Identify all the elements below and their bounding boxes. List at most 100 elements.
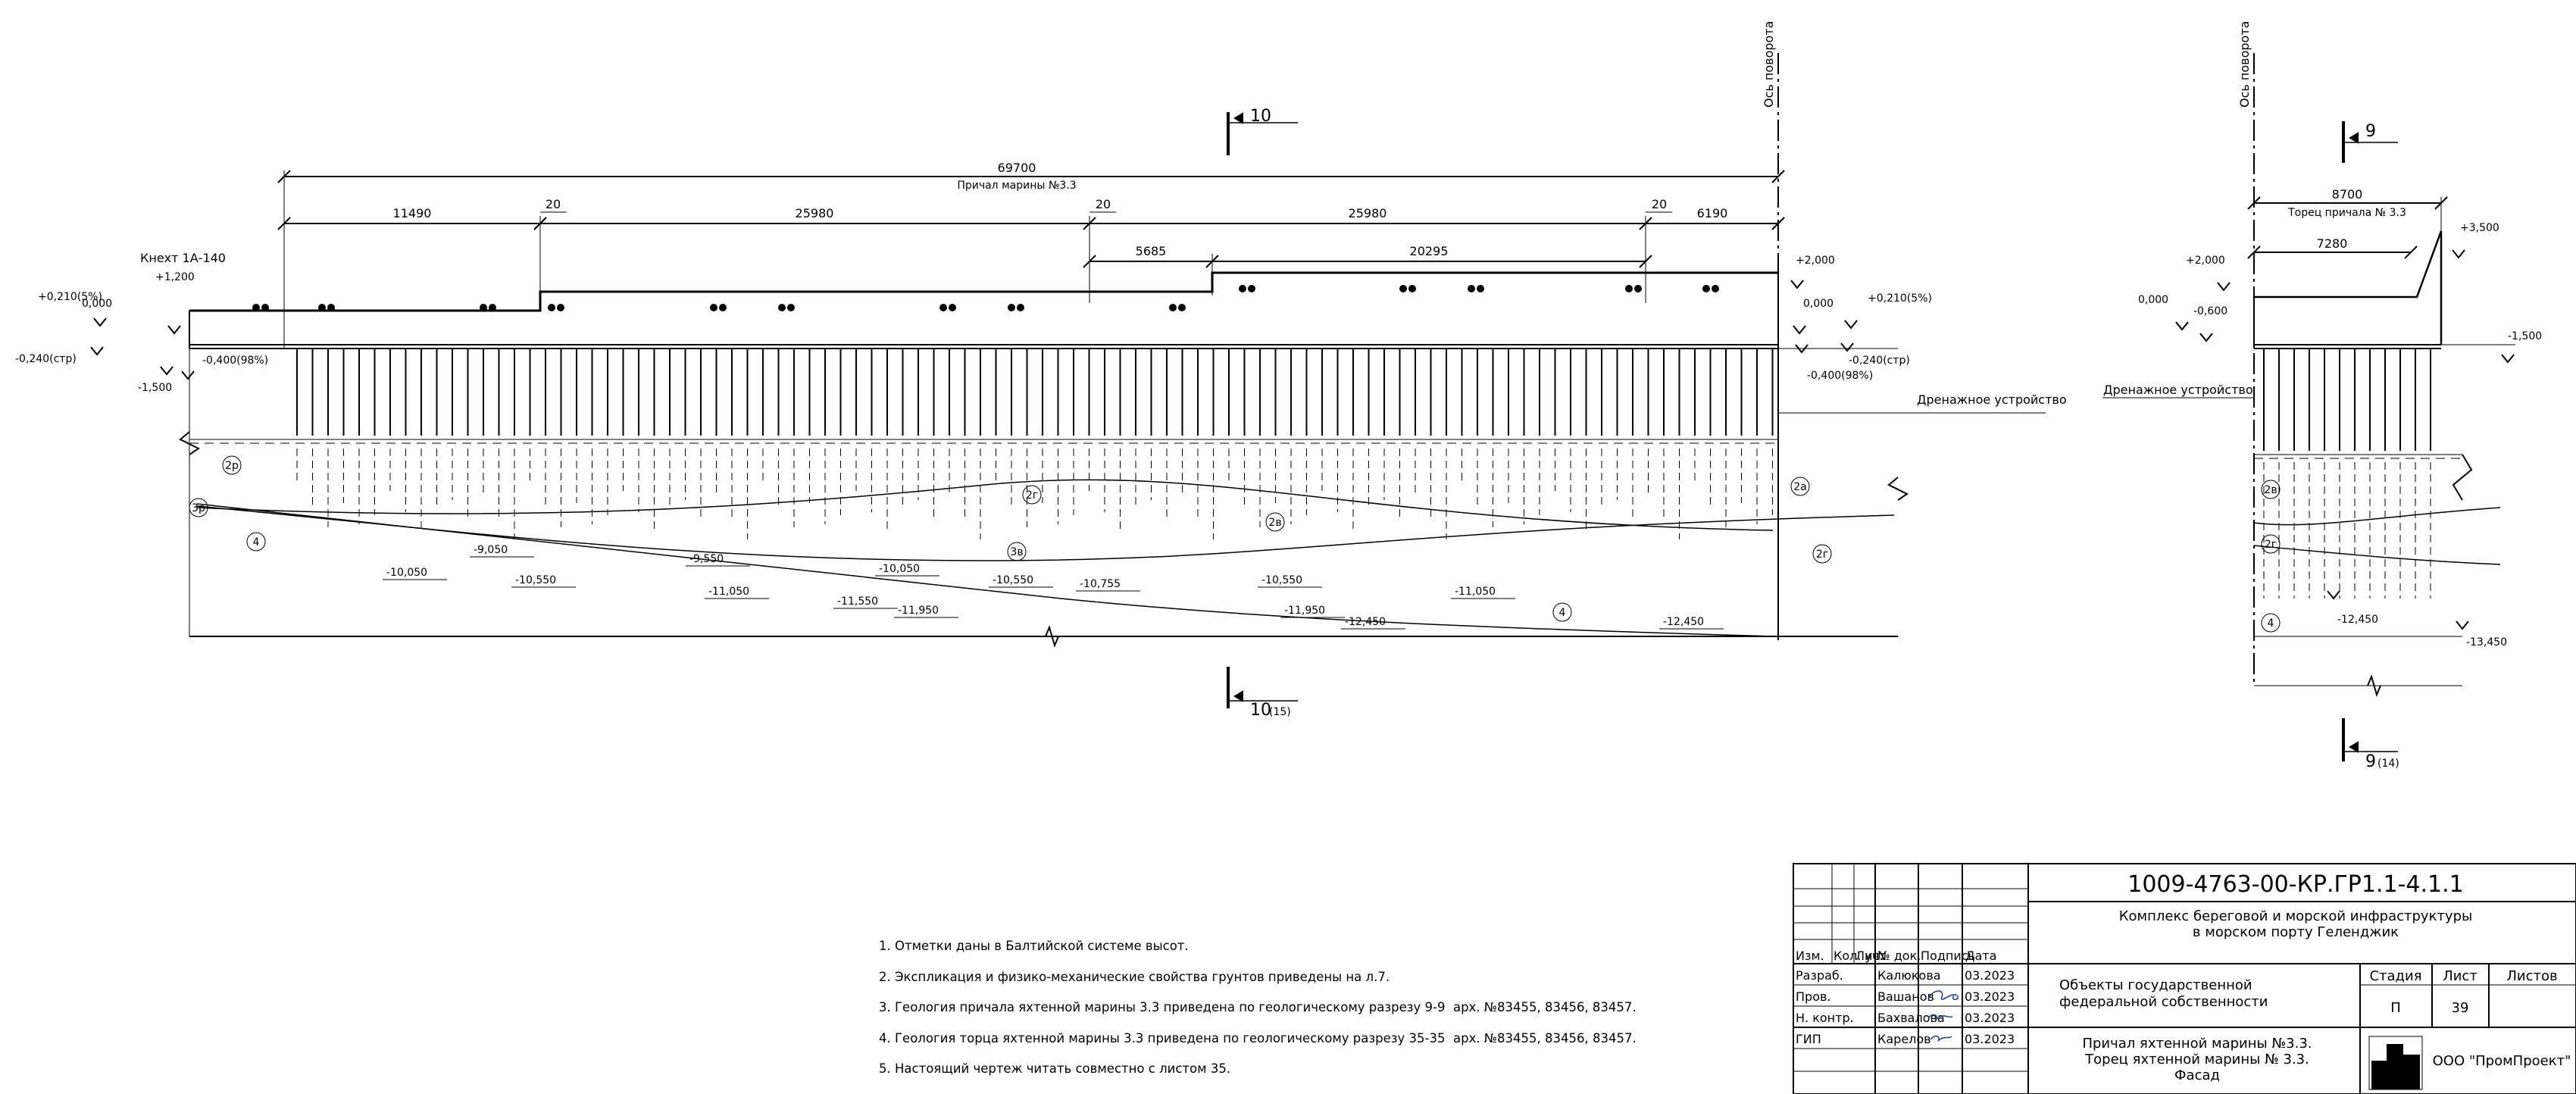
level-mark: +2,000 [1796,255,1835,267]
level-mark: +0,210(5%) [38,291,102,303]
hdr-doc: № док. [1877,949,1921,963]
signer-role: Н. контр. [1796,1011,1854,1025]
signer-role: Разраб. [1796,968,1843,983]
soil-label: 2в [1268,517,1281,529]
level-mark: +0,210(5%) [1868,292,1932,305]
hdr-date: Дата [1965,949,1996,963]
pile-tip-level: -10,755 [1080,578,1121,590]
axis-label-main: Ось поворота [1762,21,1776,108]
soil-label: 2г [1026,489,1038,502]
pile-tip-level: -11,050 [708,586,749,598]
level-mark: -0,400(98%) [202,355,268,367]
soil-label: 2г [2265,539,2277,551]
note-5: 5. Настоящий чертеж читать совместно с л… [879,1061,1231,1076]
soil-marker [1812,544,1832,564]
section-10-bottom: 10 [1250,701,1271,720]
signer-role: Пров. [1796,989,1831,1004]
section-10-top: 10 [1250,107,1271,126]
signer-name: Карелов [1877,1032,1931,1046]
hdr-sign: Подпись [1921,949,1975,963]
main-labels: Ось поворота 10 10 (15) 69700 Причал мар… [140,21,2067,720]
end-level-marks: +3,500+2,0000,000-0,600-1,500-12,450-13,… [2138,222,2542,649]
signer-role: ГИП [1796,1032,1821,1046]
company-name: ООО "ПромПроект" [2433,1053,2571,1069]
pile-tip-level: -10,550 [1261,574,1302,586]
title-block: 1009-4763-00-КР.ГР1.1-4.1.1 Комплекс бер… [1796,871,2571,1083]
sheet-title-2: Торец яхтенной марины № 3.3. [2084,1052,2309,1067]
object-line-2: федеральной собственности [2059,994,2268,1010]
soil-marker [1552,602,1572,622]
soil-marker [2261,480,2281,499]
dimension-value: 6190 [1697,206,1728,220]
level-mark: +3,500 [2460,222,2499,234]
level-mark: -12,450 [2337,614,2378,626]
signer-name: Калюкова [1877,968,1941,983]
dimension-value: 20 [1096,197,1111,211]
sheets-label: Листов [2506,968,2557,984]
level-mark: -0,600 [2193,305,2227,317]
section-9-bottom: 9 [2365,752,2376,771]
pile-tip-level: -11,950 [898,605,939,617]
dimension-value: 20295 [1410,244,1449,258]
soil-label: 2р [225,460,239,472]
pile-tip-level: -10,550 [993,574,1033,586]
main-elevation [179,53,2046,648]
end-drainage-label: Дренажное устройство [2103,383,2253,397]
object-line-1: Объекты государственной [2059,977,2252,993]
end-view-pile-group [2263,349,2431,599]
dimension-value: 20 [1652,197,1667,211]
end-elevation [2102,53,2515,697]
soil-marker [1022,485,1042,505]
end-labels: Ось поворота 9 9 (14) 8700 Торец причала… [2103,21,2406,771]
level-mark: 0,000 [1803,298,1834,310]
soil-label: 2г [1816,549,1828,561]
pile-tip-level: -9,050 [474,544,508,556]
hdr-kol: Кол. уч. [1834,949,1884,963]
title-block-frame [1793,863,2576,1094]
signer-name: Вашанов [1877,989,1934,1004]
soil-marker [1007,542,1027,561]
soil-marker [2261,534,2281,554]
drawing-notes: 1. Отметки даны в Балтийской системе выс… [879,921,1637,1084]
soil-marker [2261,613,2281,633]
pile-tip-level: -11,550 [837,595,878,608]
soil-marker [222,455,242,475]
right-level-marks: +2,0000,000+0,210(5%)-0,240(стр)-0,400(9… [1790,255,1932,382]
level-mark: -13,450 [2466,636,2507,649]
level-mark: +1,200 [155,271,195,283]
section-9-top: 9 [2365,122,2376,141]
pile-tip-level: -10,050 [879,563,920,575]
signature-marks [1927,990,1959,1042]
dimension-value: 25980 [796,206,834,220]
level-mark: -1,500 [138,382,172,394]
soil-label: 4 [2268,617,2274,630]
overall-dimension: 69700 [998,161,1036,175]
sheet-title-3: Фасад [2174,1067,2220,1083]
pile-group [296,349,1774,539]
soil-marker [189,498,208,517]
signer-date: 03.2023 [1965,989,2015,1004]
dimension-value: 11490 [393,206,432,220]
pile-tip-level: -9,550 [689,553,724,565]
drainage-label: Дренажное устройство [1917,392,2067,407]
hdr-izm: Изм. [1796,949,1824,963]
note-2: 2. Экспликация и физико-механические сво… [879,969,1390,984]
pile-tip-level: -10,550 [515,574,556,586]
signer-date: 03.2023 [1965,968,2015,983]
level-mark: +2,000 [2186,255,2225,267]
section-10-ref: (15) [1269,706,1291,718]
company-logo-mark [2368,1036,2423,1090]
dimension-value: 25980 [1349,206,1387,220]
pile-tip-level: -11,950 [1284,605,1325,617]
knecht-label: Кнехт 1А-140 [140,251,226,265]
project-line-1: Комплекс береговой и морской инфраструкт… [2119,908,2472,924]
pile-tip-level: -12,450 [1345,616,1386,628]
level-mark: -1,500 [2508,330,2542,342]
sheet-label: Лист [2443,968,2478,984]
soil-label: 4 [1559,607,1566,619]
note-3: 3. Геология причала яхтенной марины 3.3 … [879,1000,1637,1014]
left-level-marks: +1,200+0,210(5%)0,000-0,240(стр)-0,400(9… [15,271,268,394]
